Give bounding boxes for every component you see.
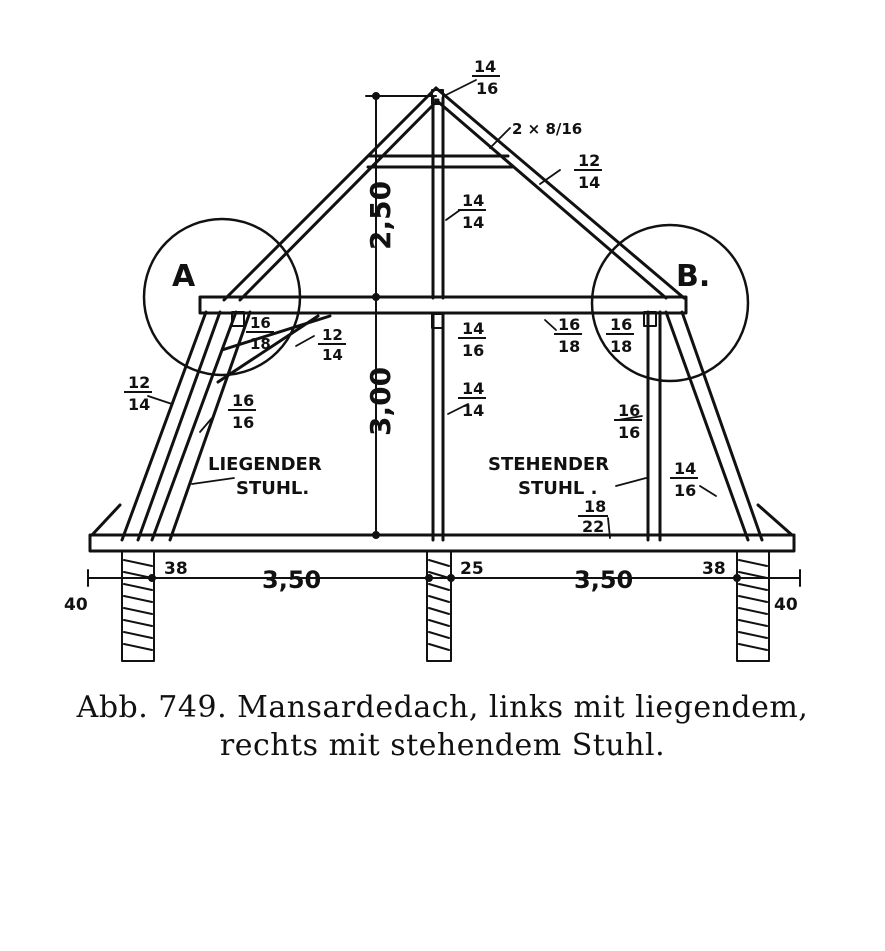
upper-rafters <box>222 86 686 302</box>
section-a-purlin: 16 18 <box>246 314 274 353</box>
section-a-purlin-bottom: 18 <box>250 335 271 353</box>
purlin-sections <box>231 89 657 329</box>
section-beam-top: 16 <box>558 315 580 334</box>
section-a-purlin-top: 16 <box>250 314 271 332</box>
section-right-post-bottom: 16 <box>618 423 640 442</box>
height-upper-label: 2,50 <box>364 181 397 250</box>
section-a-strut: 12 14 <box>318 326 346 364</box>
left-lower-rafters <box>90 310 332 542</box>
wall-right-label: 38 <box>702 559 726 579</box>
section-beam: 16 18 <box>554 315 582 356</box>
section-mid-purlin-bottom: 16 <box>462 341 484 360</box>
circle-label-a: A <box>172 259 196 294</box>
span-left-label: 3,50 <box>262 566 321 594</box>
stuhl-left-line1: LIEGENDER <box>208 454 322 475</box>
section-a-strut-top: 12 <box>322 326 343 344</box>
section-upper-rafter-top: 12 <box>578 151 600 170</box>
stuhl-right-line2: STUHL . <box>518 478 598 499</box>
circle-label-b: B. <box>676 259 710 294</box>
section-left-rafter: 12 14 <box>124 373 152 414</box>
section-mid-post-top: 14 <box>462 379 484 398</box>
section-upper-rafter: 12 14 <box>574 151 602 192</box>
stuhl-right-line1: STEHENDER <box>488 454 609 475</box>
stuhl-left-line2: STUHL. <box>236 478 309 499</box>
figure-caption-line2: rechts mit stehendem Stuhl. <box>219 728 666 763</box>
section-upper-rafter-bottom: 14 <box>578 173 600 192</box>
collar-section-label: 2 × 8/16 <box>512 120 582 138</box>
figure-caption-line1: Abb. 749. Mansardedach, links mit liegen… <box>76 690 809 725</box>
section-right-rafter: 14 16 <box>670 459 698 500</box>
section-tie-beam-bottom: 22 <box>582 517 604 536</box>
section-ridge-bottom: 16 <box>476 79 498 98</box>
detail-circle-b <box>590 223 750 383</box>
leader-lines <box>147 79 717 539</box>
section-ridge-top: 14 <box>474 57 496 76</box>
section-left-rafter-top: 12 <box>128 373 150 392</box>
section-king-post-bottom: 14 <box>462 213 484 232</box>
height-lower-label: 3,00 <box>364 367 397 436</box>
section-left-post-top: 16 <box>232 391 254 410</box>
section-mid-post: 14 14 <box>458 379 486 420</box>
right-lower-rafters <box>646 310 794 542</box>
section-left-post: 16 16 <box>228 391 256 432</box>
section-king-post-top: 14 <box>462 191 484 210</box>
section-b-purlin-bottom: 18 <box>610 337 632 356</box>
section-beam-bottom: 18 <box>558 337 580 356</box>
span-right-label: 3,50 <box>574 566 633 594</box>
section-b-purlin: 16 18 <box>606 315 634 356</box>
section-left-rafter-bottom: 14 <box>128 395 150 414</box>
section-tie-beam: 18 22 <box>578 497 608 536</box>
section-mid-purlin-top: 14 <box>462 319 484 338</box>
section-mid-purlin: 14 16 <box>458 319 486 360</box>
eave-left-label: 40 <box>64 595 88 615</box>
section-mid-post-bottom: 14 <box>462 401 484 420</box>
section-right-rafter-bottom: 16 <box>674 481 696 500</box>
section-tie-beam-top: 18 <box>584 497 606 516</box>
king-post <box>431 96 445 542</box>
section-left-post-bottom: 16 <box>232 413 254 432</box>
span-dimension-line <box>87 569 801 587</box>
section-b-purlin-top: 16 <box>610 315 632 334</box>
wall-left-label: 38 <box>164 559 188 579</box>
section-ridge: 14 16 <box>472 57 500 98</box>
section-right-post: 16 16 <box>614 401 642 442</box>
section-a-strut-bottom: 14 <box>322 346 343 364</box>
section-king-post: 14 14 <box>458 191 486 232</box>
section-right-rafter-top: 14 <box>674 459 696 478</box>
mansard-roof-drawing: A B. 2,50 3,00 3,50 3,50 38 25 38 40 40 … <box>64 57 801 662</box>
section-right-post-top: 16 <box>618 401 640 420</box>
collar-tie <box>366 154 514 169</box>
height-dimension-line <box>365 92 437 539</box>
wall-center-label: 25 <box>460 559 484 579</box>
eave-right-label: 40 <box>774 595 798 615</box>
walls <box>121 550 770 662</box>
